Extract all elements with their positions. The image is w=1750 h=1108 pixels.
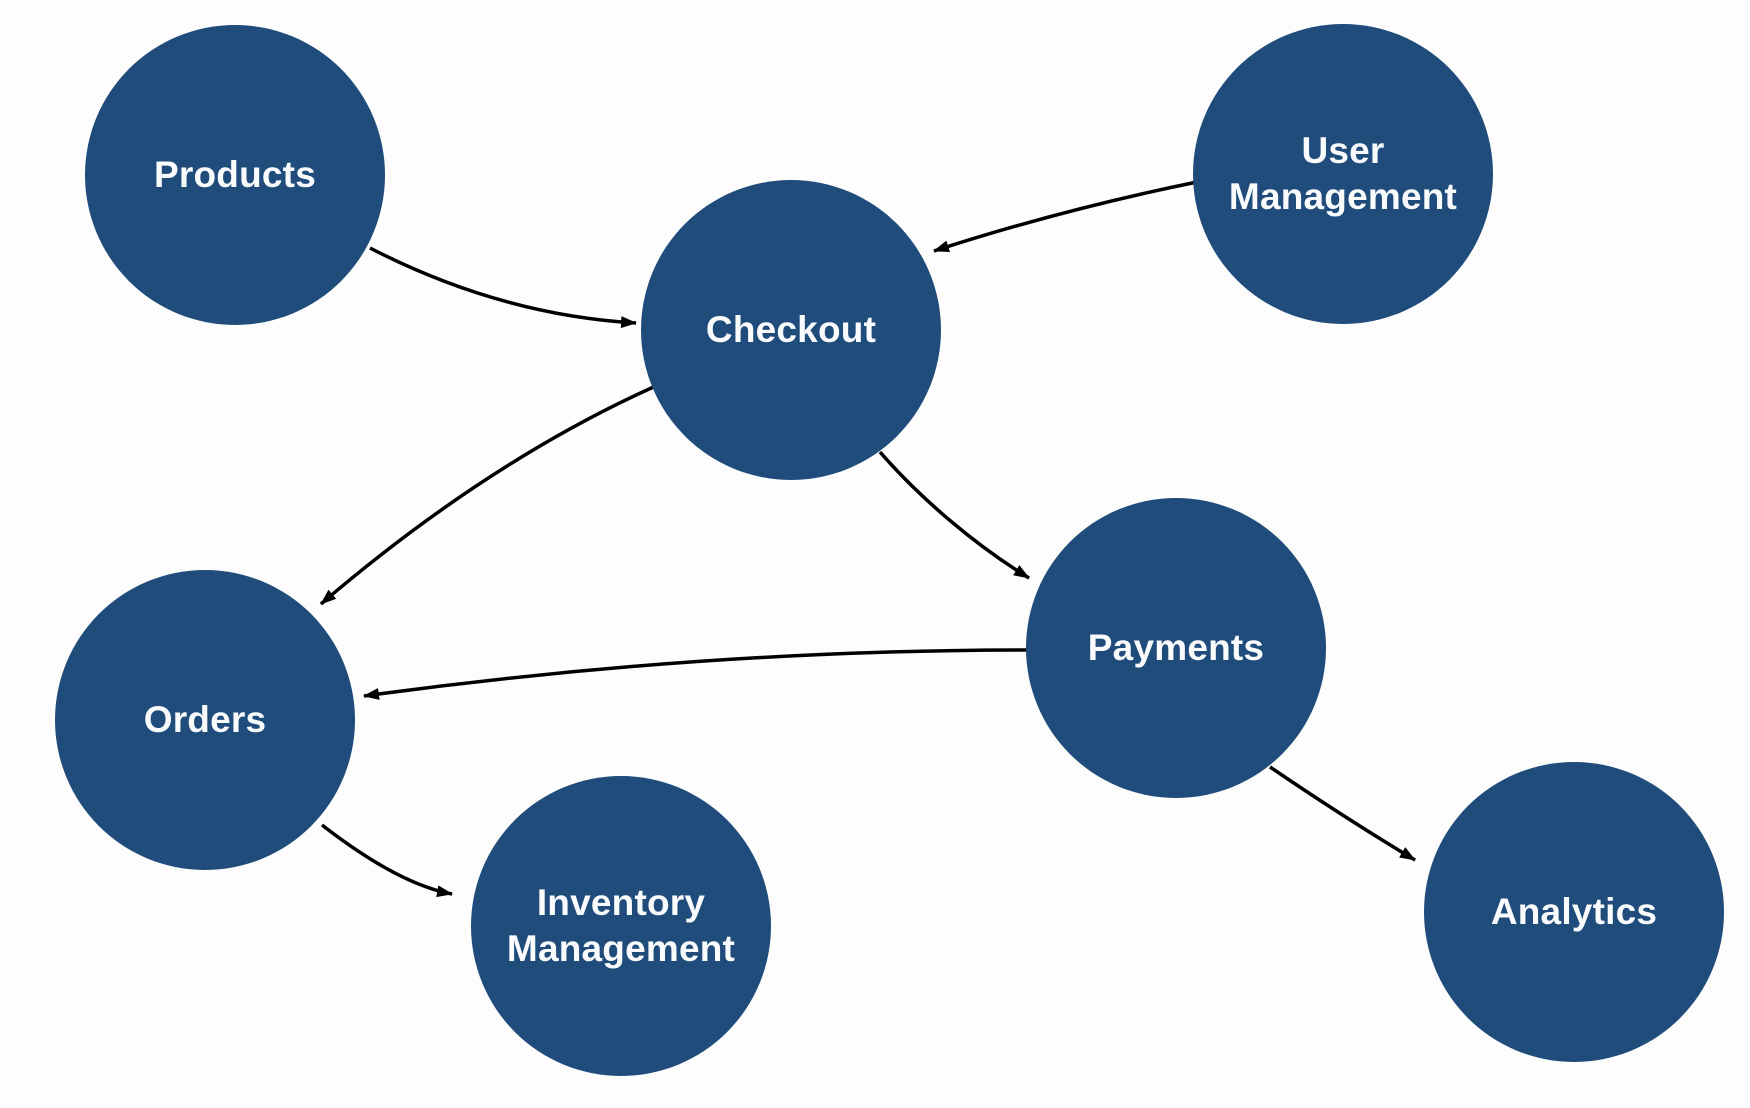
edge-checkout-to-payments [878,450,1030,580]
node-payments[interactable]: Payments [1026,498,1326,798]
edge-checkout-to-orders [319,383,659,606]
node-user-management[interactable]: User Management [1193,24,1493,324]
edge-orders-to-inventory-management [320,823,453,898]
node-user-management-label: User Management [1228,129,1458,217]
node-orders[interactable]: Orders [55,570,355,870]
node-checkout[interactable]: Checkout [641,180,941,480]
node-analytics-label: Analytics [1490,890,1658,932]
node-checkout-label: Checkout [705,308,877,350]
node-inventory-management-label: Inventory Management [506,881,736,969]
node-inventory-management[interactable]: Inventory Management [471,776,771,1076]
edge-payments-to-orders [363,648,1028,700]
node-products-label: Products [154,153,316,195]
edge-payments-to-analytics [1269,765,1416,862]
node-analytics[interactable]: Analytics [1424,762,1724,1062]
node-products[interactable]: Products [85,25,385,325]
node-payments-label: Payments [1087,626,1265,668]
edge-user-management-to-checkout [933,180,1198,253]
node-orders-label: Orders [143,698,267,740]
edge-products-to-checkout [369,246,637,329]
